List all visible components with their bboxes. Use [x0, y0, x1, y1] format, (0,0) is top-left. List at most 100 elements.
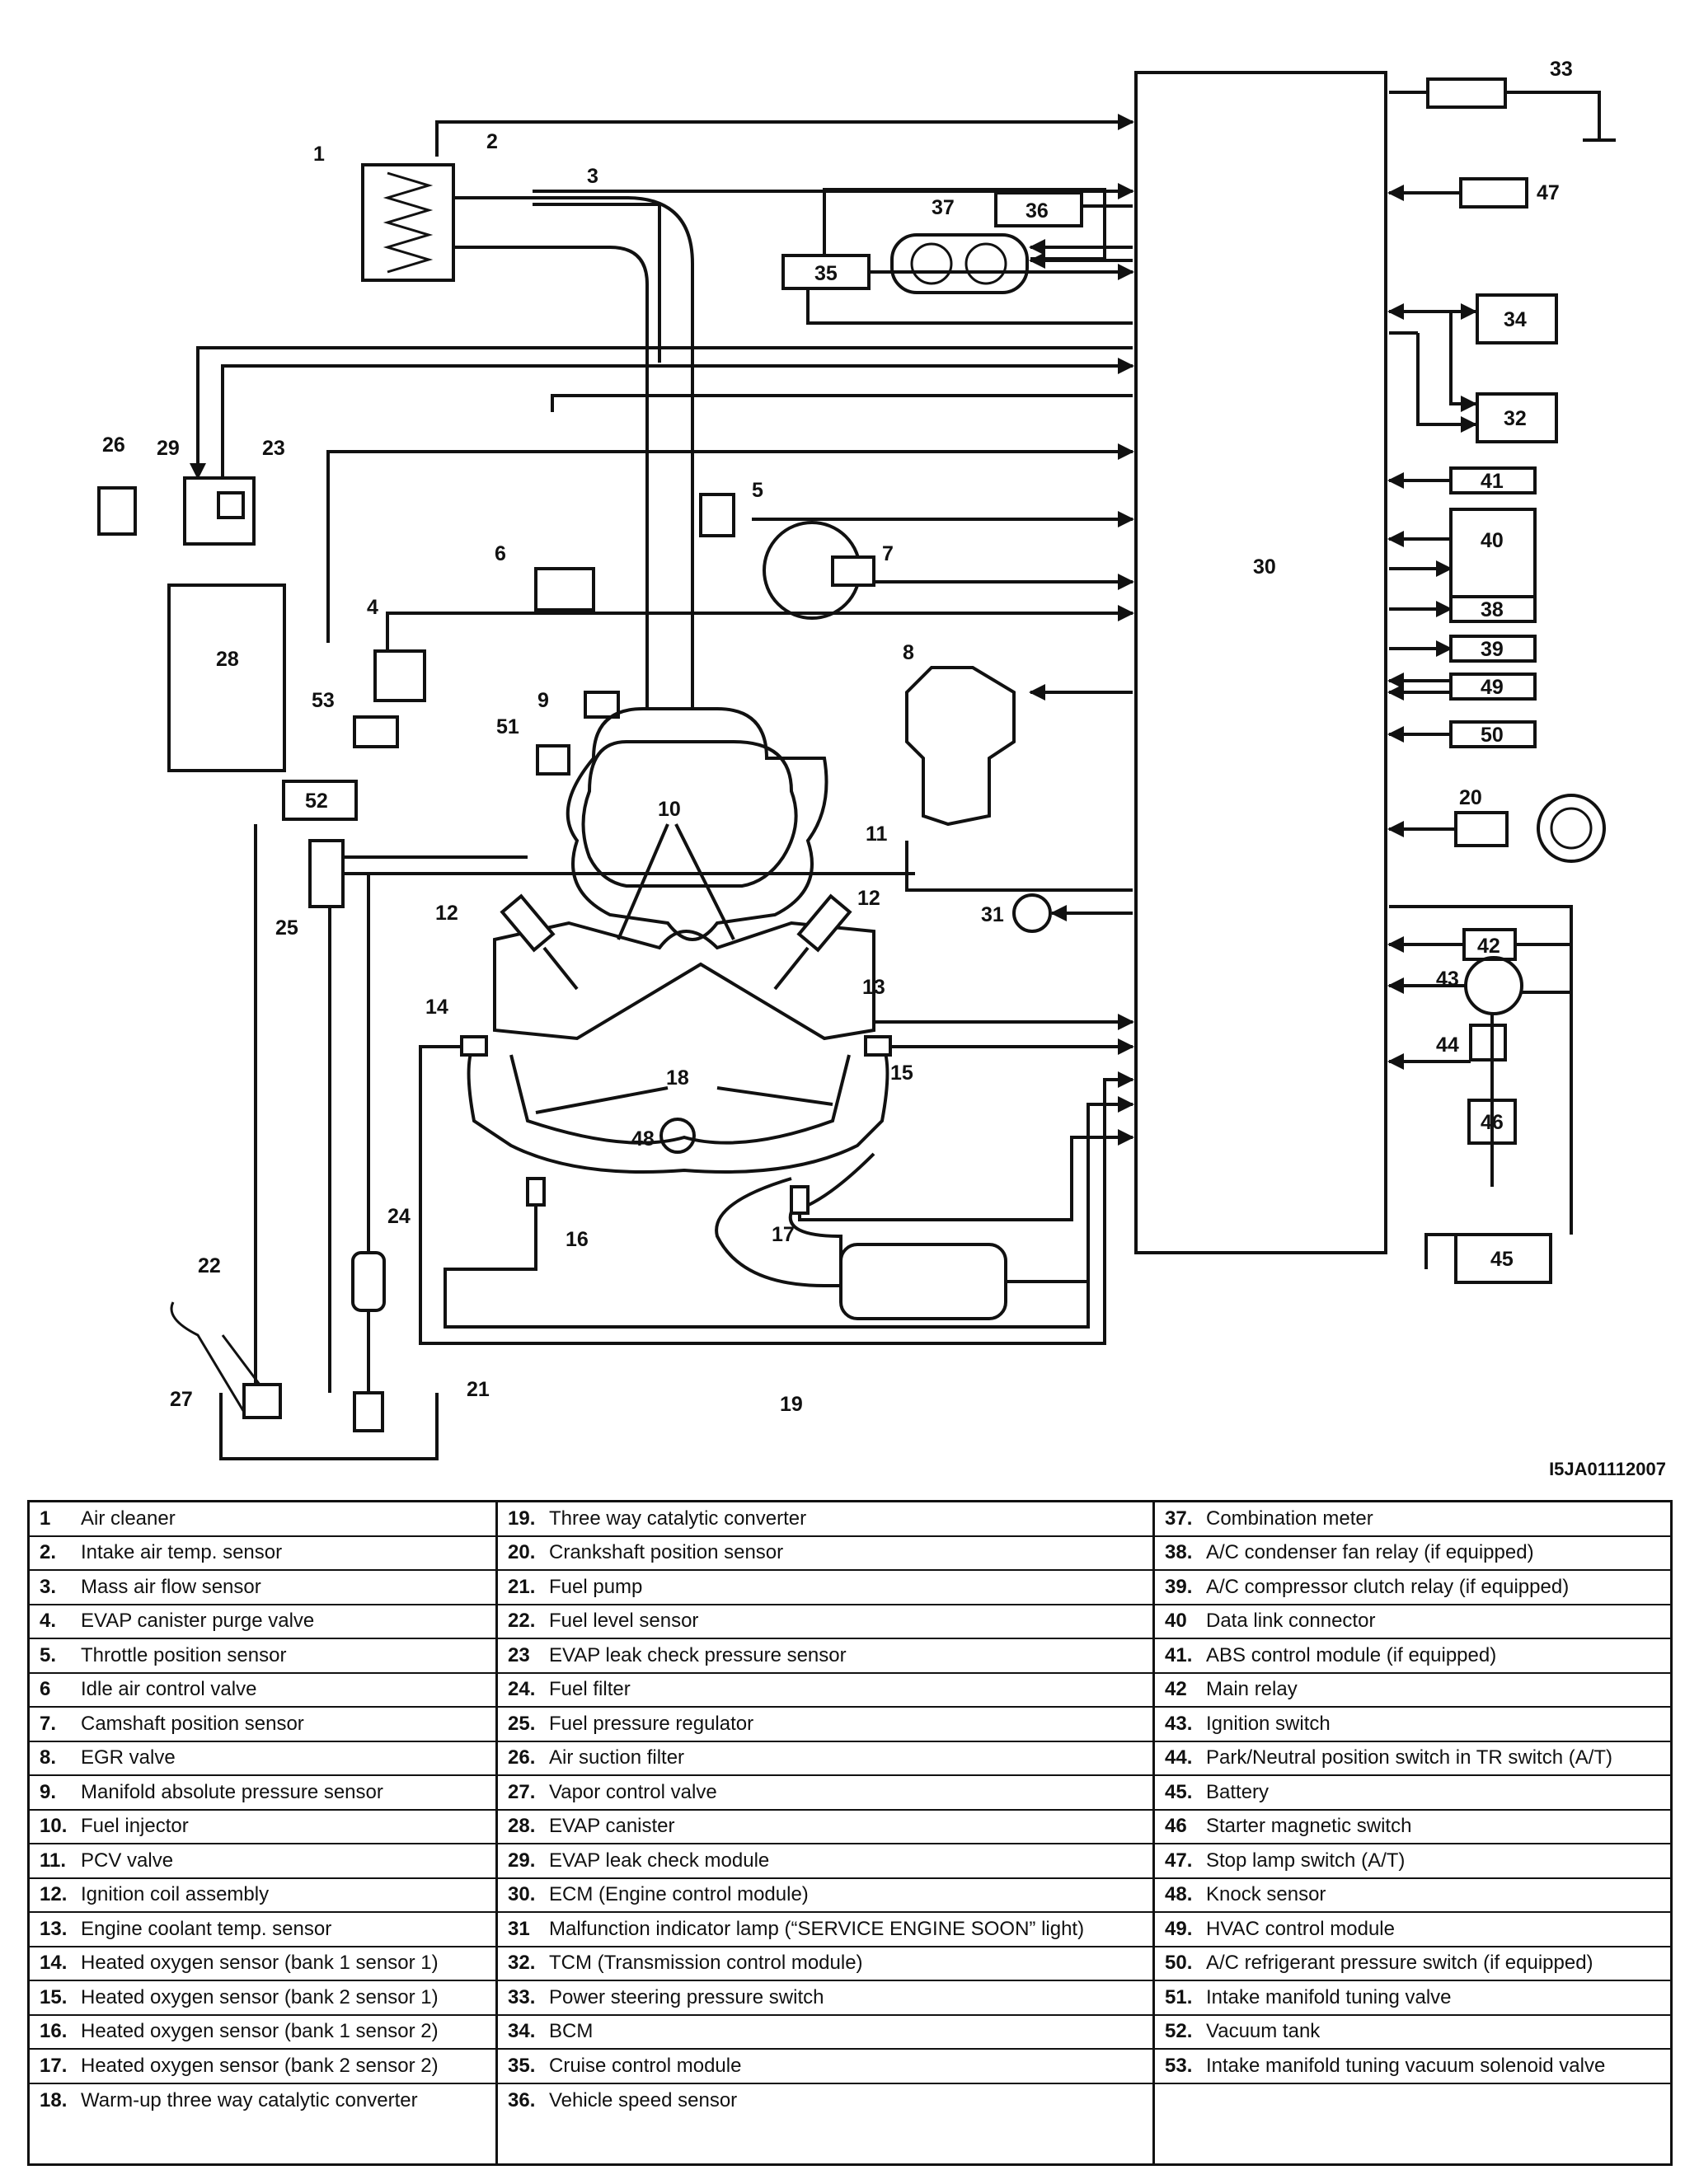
- legend-row: 34.BCM: [498, 2016, 1152, 2050]
- box-5: [699, 493, 735, 537]
- callout-11: 11: [866, 823, 888, 846]
- legend-row: 41.ABS control module (if equipped): [1155, 1639, 1670, 1674]
- callout-6: 6: [495, 542, 506, 565]
- camshaft-sensor-7: [831, 555, 875, 587]
- wire-o2-14: [419, 1045, 1134, 1345]
- legend-row: 13.Engine coolant temp. sensor: [30, 1913, 495, 1947]
- legend-item-number: 45.: [1165, 1780, 1193, 1803]
- legend-row: 44.Park/Neutral position switch in TR sw…: [1155, 1742, 1670, 1776]
- o2-sensor-16: [526, 1177, 546, 1207]
- legend-item-number: 32.: [508, 1952, 536, 1975]
- spark-plug-left: [542, 946, 579, 991]
- box-52: [282, 780, 358, 821]
- legend-item-number: 8.: [40, 1746, 57, 1769]
- callout-19: 19: [780, 1393, 803, 1416]
- purge-valve-4: [373, 649, 426, 702]
- box-33: [1426, 77, 1507, 109]
- wire-main-relay: [1389, 905, 1573, 1235]
- callout-53: 53: [312, 689, 335, 712]
- legend-item-number: 13.: [40, 1917, 68, 1940]
- callout-1: 1: [313, 143, 325, 166]
- callout-43: 43: [1436, 968, 1459, 991]
- callout-45: 45: [1490, 1248, 1514, 1271]
- legend-row: 10.Fuel injector: [30, 1811, 495, 1844]
- callout-51: 51: [496, 715, 519, 738]
- wire-35c: [806, 288, 1133, 325]
- injector-10-right: [674, 823, 735, 940]
- legend-item-number: 23: [508, 1643, 530, 1666]
- callout-2: 2: [486, 130, 498, 153]
- legend-row: 15.Heated oxygen sensor (bank 2 sensor 1…: [30, 1981, 495, 2016]
- callout-41: 41: [1481, 470, 1504, 493]
- warm-up-cat-lead: [535, 1086, 669, 1114]
- legend-row: 2.Intake air temp. sensor: [30, 1537, 495, 1571]
- legend-item-label: Vacuum tank: [1206, 2020, 1321, 2043]
- box-50: [1449, 720, 1537, 748]
- intake-manifold-inner: [581, 740, 798, 888]
- coil-12-right: [796, 893, 852, 953]
- callout-7: 7: [882, 542, 894, 565]
- intake-duct: [453, 196, 694, 709]
- gauge-left: [910, 242, 953, 285]
- legend-item-number: 43.: [1165, 1712, 1193, 1735]
- legend-item-label: Heated oxygen sensor (bank 2 sensor 1): [81, 1985, 439, 2008]
- wire-evap-purge: [386, 605, 1134, 651]
- callout-9: 9: [537, 689, 549, 712]
- legend-item-number: 47.: [1165, 1849, 1193, 1872]
- wire-34-32: [1449, 312, 1477, 412]
- callout-46: 46: [1481, 1111, 1504, 1134]
- callout-12a: 12: [435, 902, 458, 925]
- wire-33g: [1505, 91, 1601, 140]
- legend-item-label: Cruise control module: [549, 2054, 742, 2077]
- engine-block: [493, 921, 875, 1041]
- legend-item-label: Crankshaft position sensor: [549, 1541, 784, 1564]
- legend-item-number: 28.: [508, 1815, 536, 1838]
- legend-row: 7.Camshaft position sensor: [30, 1708, 495, 1742]
- callout-14: 14: [425, 996, 448, 1019]
- legend-item-label: Manifold absolute pressure sensor: [81, 1780, 383, 1803]
- ecm-box: [1134, 71, 1387, 1254]
- callout-5: 5: [752, 479, 763, 502]
- legend-row: 51.Intake manifold tuning valve: [1155, 1981, 1670, 2016]
- legend-row: 53.Intake manifold tuning vacuum solenoi…: [1155, 2050, 1670, 2084]
- legend-item-label: EVAP leak check module: [549, 1849, 770, 1872]
- callout-36: 36: [1026, 199, 1049, 223]
- box-6: [534, 567, 595, 612]
- legend-row: 9.Manifold absolute pressure sensor: [30, 1776, 495, 1811]
- box-53: [353, 715, 399, 748]
- legend-item-number: 17.: [40, 2054, 68, 2077]
- legend-item-label: PCV valve: [81, 1849, 174, 1872]
- o2-sensor-17: [790, 1185, 810, 1215]
- legend-item-number: 40: [1165, 1610, 1187, 1633]
- legend-item-label: Vehicle speed sensor: [549, 2089, 738, 2112]
- wire-canister: [221, 358, 1134, 511]
- legend-item-label: Battery: [1206, 1780, 1270, 1803]
- legend-row: 22.Fuel level sensor: [498, 1605, 1152, 1639]
- callout-39: 39: [1481, 638, 1504, 661]
- legend-item-number: 39.: [1165, 1575, 1193, 1598]
- legend-row: 37.Combination meter: [1155, 1502, 1670, 1537]
- legend-item-label: Mass air flow sensor: [81, 1575, 261, 1598]
- callout-52: 52: [305, 790, 328, 813]
- callout-23: 23: [262, 437, 285, 460]
- legend-item-label: ECM (Engine control module): [549, 1883, 809, 1906]
- callout-27: 27: [170, 1388, 193, 1411]
- box-36: [994, 191, 1083, 227]
- legend-item-number: 21.: [508, 1575, 536, 1598]
- box-45: [1454, 1233, 1552, 1284]
- legend-row: 24.Fuel filter: [498, 1674, 1152, 1708]
- legend-item-number: 7.: [40, 1712, 57, 1735]
- callout-37: 37: [932, 196, 955, 219]
- legend-item-number: 35.: [508, 2054, 536, 2077]
- legend-item-label: HVAC control module: [1206, 1917, 1395, 1940]
- callout-42: 42: [1477, 935, 1500, 958]
- engine-control-system-diagram: 1 2 3 4 5 6 7 8 9 10 11 12 12 13 14 15 1…: [97, 58, 1616, 1460]
- legend-row: 4.EVAP canister purge valve: [30, 1605, 495, 1639]
- legend-item-label: A/C compressor clutch relay (if equipped…: [1206, 1575, 1570, 1598]
- fuel-level-sensor-22: [242, 1383, 282, 1419]
- legend-item-label: Knock sensor: [1206, 1883, 1326, 1906]
- legend-row: 28.EVAP canister: [498, 1811, 1152, 1844]
